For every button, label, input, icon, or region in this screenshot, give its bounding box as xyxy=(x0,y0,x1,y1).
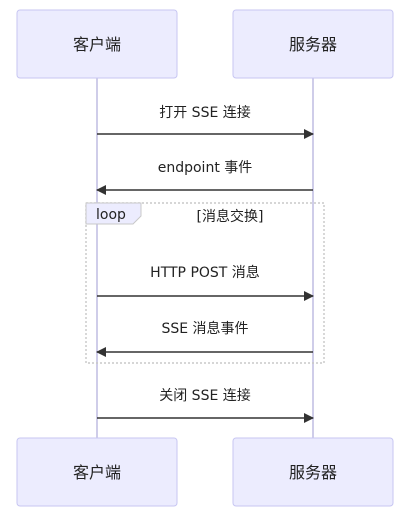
actor-server-bottom: 服务器 xyxy=(232,437,394,507)
actor-client-top-label: 客户端 xyxy=(73,35,121,54)
message-label: endpoint 事件 xyxy=(158,160,253,176)
loop-condition: [消息交换] xyxy=(197,208,264,225)
actor-server-bottom-label: 服务器 xyxy=(289,463,337,482)
actor-client-bottom-label: 客户端 xyxy=(73,463,121,482)
message-label: HTTP POST 消息 xyxy=(150,264,260,281)
message-label: 关闭 SSE 连接 xyxy=(159,387,251,404)
loop-keyword: loop xyxy=(96,207,126,223)
message-label: 打开 SSE 连接 xyxy=(159,104,251,121)
actor-server-top: 服务器 xyxy=(232,9,394,79)
loop-frame xyxy=(85,202,325,364)
message-label: SSE 消息事件 xyxy=(161,320,248,337)
actor-client-bottom: 客户端 xyxy=(16,437,178,507)
actor-server-top-label: 服务器 xyxy=(289,35,337,54)
loop-tab xyxy=(85,202,142,225)
actor-client-top: 客户端 xyxy=(16,9,178,79)
